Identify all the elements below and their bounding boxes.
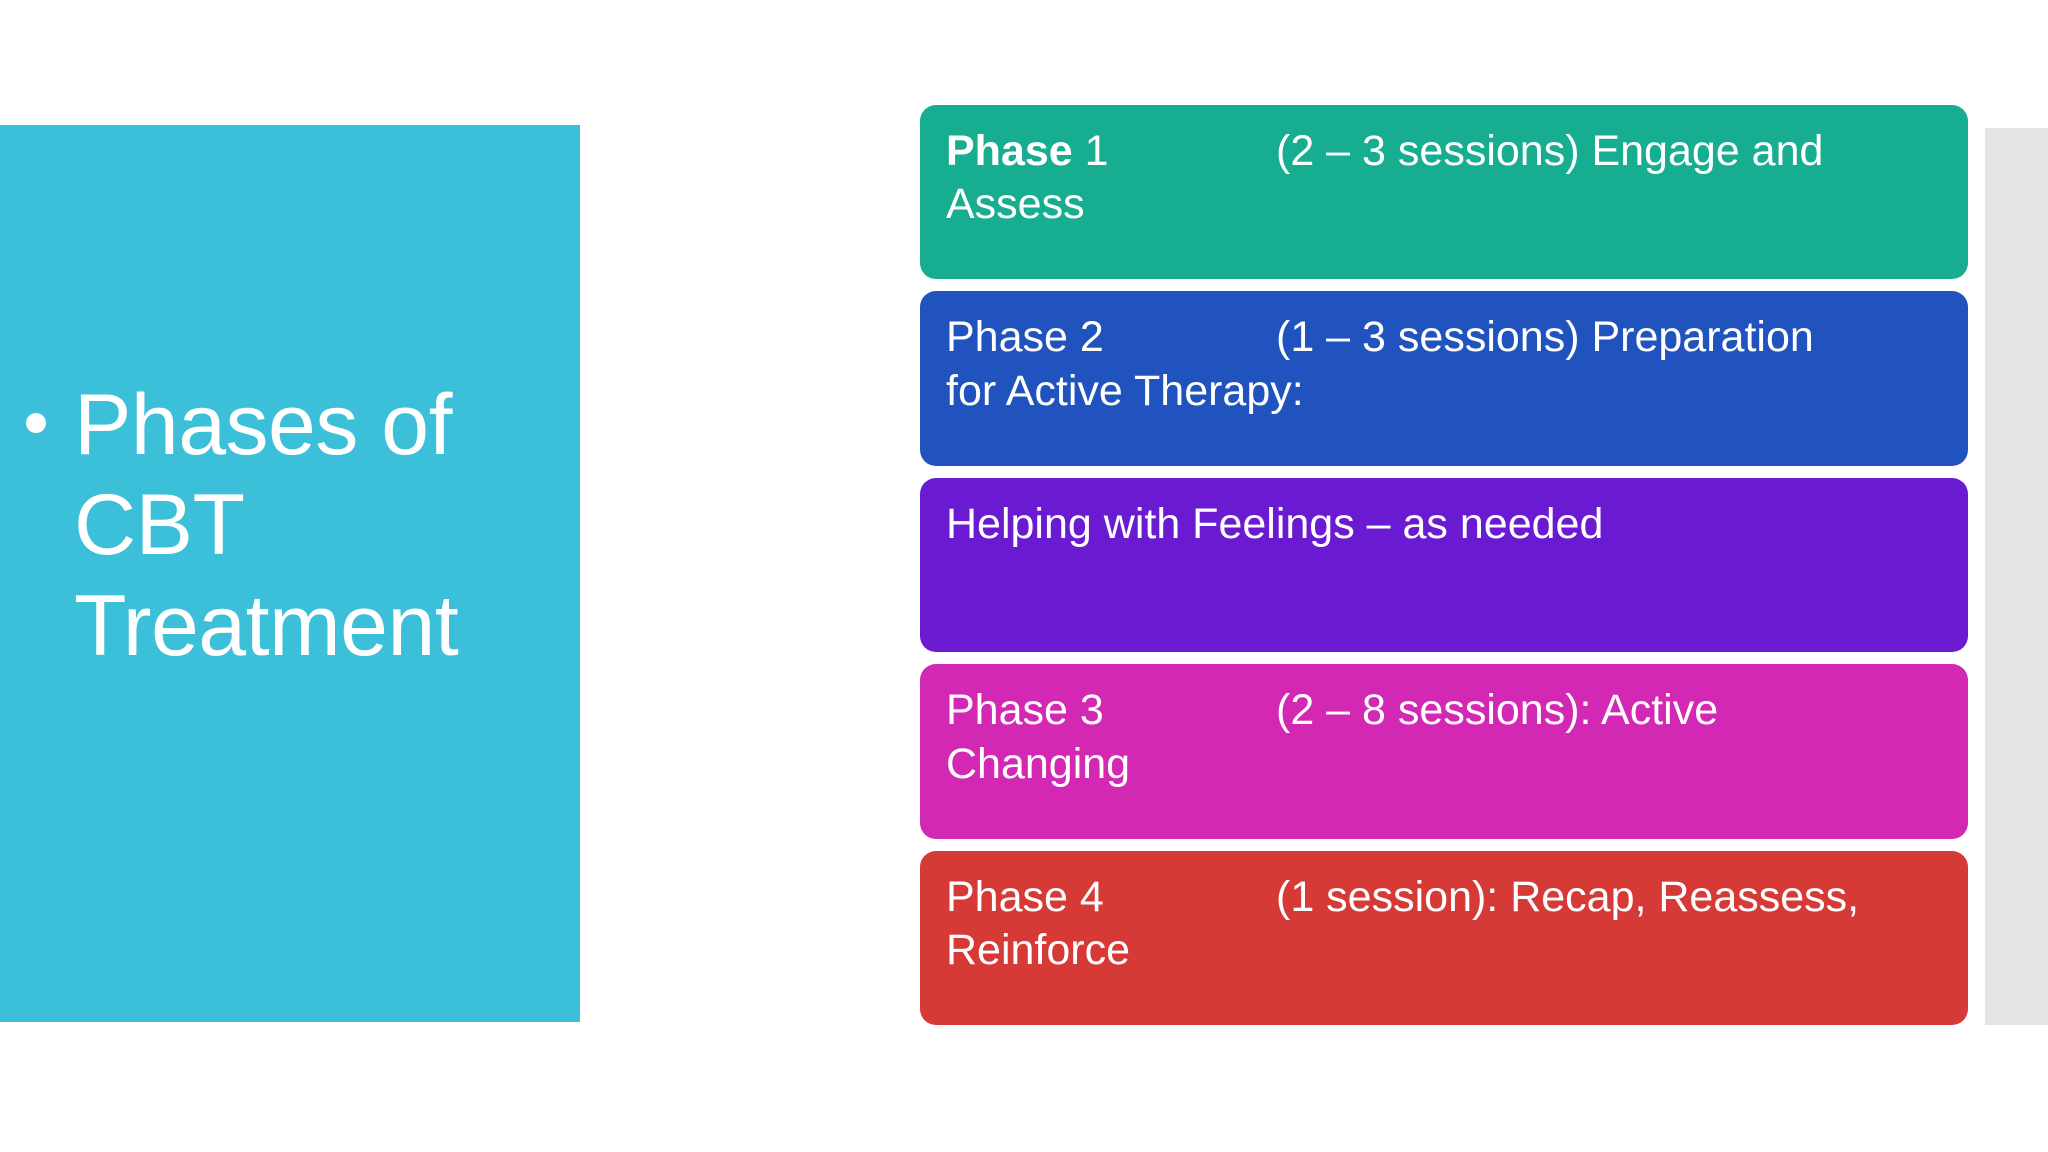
phase-detail-cont-4: Changing (946, 739, 1131, 788)
phase-detail-1: (2 – 3 sessions) Engage and (1276, 127, 1824, 175)
phase-number-1: 1 (1084, 127, 1109, 175)
phase-number-4: 4 (1079, 872, 1104, 921)
phase-text-4: Phase 3(2 – 8 sessions): Active Changing (946, 686, 1942, 791)
page-title: Phases of CBT Treatment (74, 376, 459, 674)
phase-label-1: Phase 1 (946, 125, 1276, 178)
phase-label-4: Phase 4 (946, 871, 1276, 924)
phase-label-3: Phase 3 (946, 684, 1276, 737)
phase-content-5: Phase 4(1 session): Recap, Reassess, Rei… (946, 871, 1942, 978)
phase-text-5: Phase 4(1 session): Recap, Reassess, Rei… (946, 873, 1942, 978)
phase-label-2: Phase 2 (946, 311, 1276, 364)
phase-detail-3: Helping with Feelings – as needed (946, 499, 1604, 548)
phase-text-3: Helping with Feelings – as needed (946, 500, 1603, 548)
phase-content-2: Phase 2(1 – 3 sessions) Preparation for … (946, 311, 1942, 418)
phase-number-2: 2 (1079, 313, 1104, 362)
phase-content-4: Phase 3(2 – 8 sessions): Active Changing (946, 684, 1942, 791)
title-block: Phases of CBT Treatment (0, 375, 580, 677)
phase-detail-cont-1: Assess (946, 180, 1085, 229)
phase-box-helping-with-feelings[interactable]: Helping with Feelings – as needed (920, 477, 1968, 653)
phase-word-4: Phase (946, 872, 1068, 921)
phase-word-3: Phase (946, 686, 1068, 735)
right-gray-strip (1985, 128, 2048, 1025)
phase-box-2[interactable]: Phase 2(1 – 3 sessions) Preparation for … (920, 291, 1968, 466)
phase-box-1[interactable]: Phase 1(2 – 3 sessions) Engage and Asses… (920, 105, 1968, 280)
phase-detail-cont-2: for Active Therapy: (946, 366, 1304, 415)
title-panel: Phases of CBT Treatment (0, 125, 580, 1022)
phase-box-3[interactable]: Phase 3(2 – 8 sessions): Active Changing (920, 664, 1968, 839)
phase-list: Phase 1(2 – 3 sessions) Engage and Asses… (920, 105, 1968, 1026)
phase-content-1: Phase 1(2 – 3 sessions) Engage and Asses… (946, 125, 1942, 232)
phase-content-3: Helping with Feelings – as needed (946, 498, 1942, 551)
phase-text-2: Phase 2(1 – 3 sessions) Preparation for … (946, 313, 1942, 418)
phase-detail-4: (2 – 8 sessions): Active (1276, 686, 1719, 735)
phase-detail-5: (1 session): Recap, Reassess, (1276, 872, 1860, 921)
phase-text-1: Phase 1(2 – 3 sessions) Engage and Asses… (946, 127, 1942, 232)
bullet-point-icon (26, 412, 46, 433)
phase-detail-cont-5: Reinforce (946, 925, 1131, 974)
phase-number-3: 3 (1079, 686, 1104, 735)
phase-word-2: Phase (946, 313, 1068, 362)
phase-word-1: Phase (946, 127, 1073, 175)
phase-detail-2: (1 – 3 sessions) Preparation (1276, 313, 1814, 362)
phase-box-4[interactable]: Phase 4(1 session): Recap, Reassess, Rei… (920, 850, 1968, 1026)
